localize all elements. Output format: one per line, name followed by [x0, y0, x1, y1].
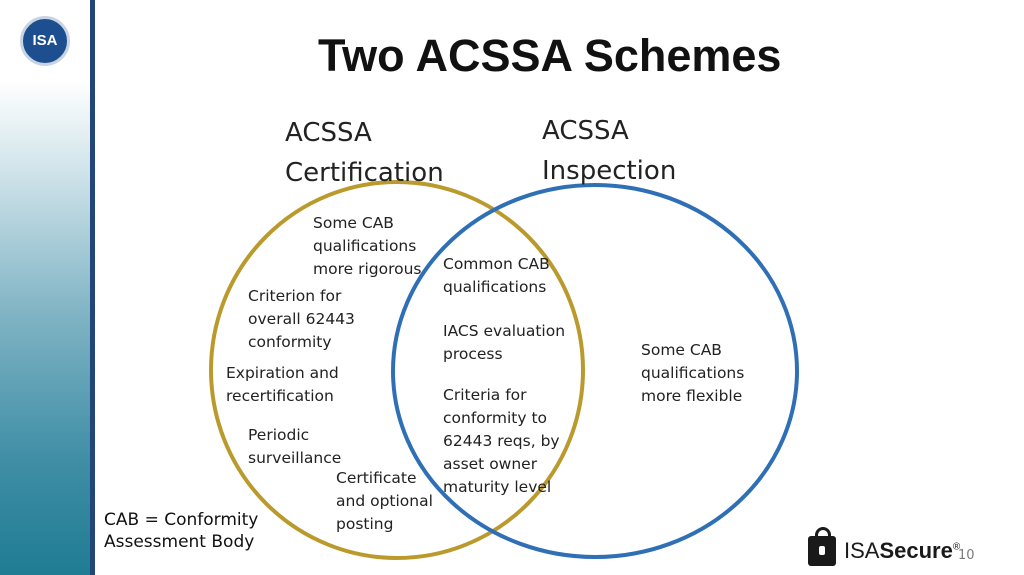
left-item-surveillance: Periodic surveillance — [248, 426, 342, 467]
page-number: 10 — [958, 548, 975, 563]
isa-logo-text: ISA — [32, 32, 58, 49]
right-item-cab-flexible: Some CAB qualifications more flexible — [641, 341, 745, 405]
sidebar-gradient — [0, 0, 92, 575]
left-item-overall-conformity: Criterion for overall 62443 conformity — [248, 287, 355, 351]
left-item-expiration: Expiration and recertification — [226, 364, 339, 405]
left-item-cab-rigorous: Some CAB qualifications more rigorous — [313, 214, 422, 278]
overlap-item-criteria: Criteria for conformity to 62443 reqs, b… — [443, 386, 560, 496]
slide-title: Two ACSSA Schemes — [318, 30, 782, 81]
isasecure-logo: ISASecure® — [808, 527, 961, 569]
sidebar-divider — [90, 0, 95, 575]
padlock-icon — [808, 527, 836, 566]
overlap-item-iacs-evaluation: IACS evaluation process — [443, 322, 566, 363]
certification-header: ACSSA Certification — [285, 118, 444, 188]
isasecure-wordmark: ISASecure® — [844, 538, 961, 563]
overlap-item-common-cab: Common CAB qualifications — [443, 255, 550, 296]
certification-circle — [209, 180, 585, 560]
isa-logo: ISA — [20, 16, 70, 66]
left-item-certificate: Certificate and optional posting — [336, 469, 433, 533]
inspection-header: ACSSA Inspection — [542, 116, 677, 186]
cab-footnote: CAB = Conformity Assessment Body — [104, 510, 259, 552]
inspection-circle — [391, 183, 799, 559]
